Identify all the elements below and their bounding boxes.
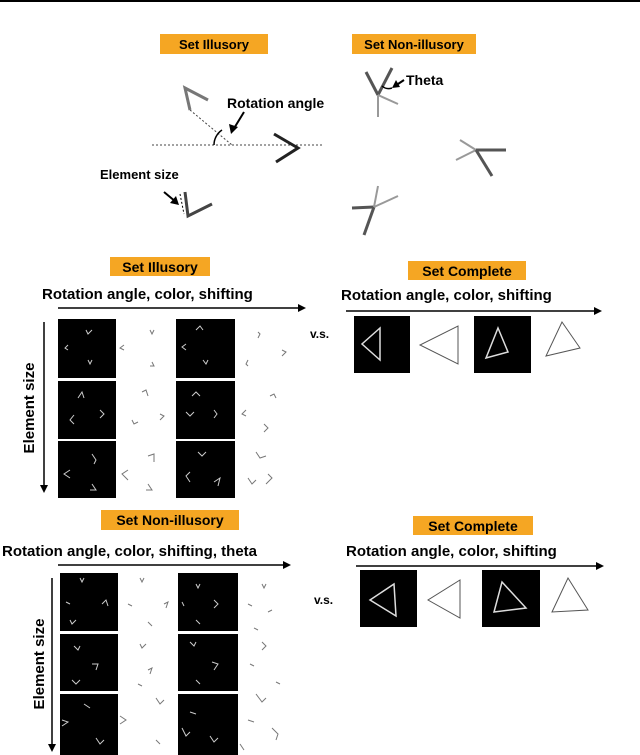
bot-cell-2-1	[60, 634, 118, 691]
top-illusory-tag: Set Illusory	[179, 37, 250, 52]
mid-illusory-axis-arrow-head	[298, 304, 306, 312]
top-border	[0, 0, 640, 2]
bot-cell-1-2	[178, 573, 238, 631]
bot-non-illusory-axis-arrow-head	[283, 561, 291, 569]
theta-label: Theta	[406, 72, 444, 88]
mid-cell-1-1	[58, 319, 116, 378]
mid-illusory-tag-bg	[110, 257, 210, 276]
bot-cell-3-2	[178, 694, 238, 755]
rotation-arc	[213, 129, 223, 146]
mid-cell-2-1	[58, 381, 116, 439]
rotation-guide-line	[189, 109, 233, 146]
mid-cell-3-1	[58, 441, 116, 498]
element-size-arrow-head	[170, 196, 179, 205]
bot-non-illusory-axis-label: Rotation angle, color, shifting, theta	[2, 543, 258, 560]
mid-illusory-grid	[58, 319, 287, 498]
mid-illusory-axis-label: Rotation angle, color, shifting	[42, 286, 253, 303]
theta-arc	[381, 85, 393, 90]
bottom-panel: Set Non-illusory Rotation angle, color, …	[2, 510, 604, 755]
bot-non-illusory-tag: Set Non-illusory	[116, 512, 224, 528]
mid-size-axis-arrow-head	[40, 485, 48, 493]
element-size-dotted	[179, 193, 185, 215]
mid-cell-2-2	[176, 381, 235, 439]
middle-panel: Set Illusory Rotation angle, color, shif…	[21, 257, 602, 498]
mid-complete-triangle-1	[360, 326, 381, 362]
bot-complete-set	[360, 570, 589, 627]
bot-element-size-label: Element size	[31, 619, 48, 710]
top-panel: Set Illusory Set Non-illusory Rotation a…	[100, 34, 506, 236]
element-size-inducer	[183, 191, 213, 219]
mid-complete-triangle-2	[418, 325, 459, 365]
bot-cell-2-2	[178, 634, 238, 691]
inducer-right	[273, 132, 301, 164]
bot-cell-1-1	[60, 573, 118, 631]
bot-complete-triangle-3	[492, 580, 528, 613]
non-illusory-bottom-element	[351, 185, 399, 236]
non-illusory-tag-bg	[352, 34, 476, 54]
mid-complete-triangle-4	[545, 321, 581, 357]
bot-complete-axis-label: Rotation angle, color, shifting	[346, 543, 557, 560]
bot-size-axis-arrow-head	[48, 744, 56, 752]
bot-vs-label: v.s.	[314, 593, 333, 607]
mid-cell-1-2	[176, 319, 235, 378]
theta-arrow-head	[392, 80, 400, 88]
mid-element-size-label: Element size	[21, 363, 38, 454]
mid-vs-label: v.s.	[310, 327, 329, 341]
bot-non-illusory-tag-bg	[101, 510, 239, 530]
bot-complete-triangle-4	[551, 576, 589, 613]
mid-complete-tag-bg	[408, 261, 526, 280]
bot-complete-axis-arrow-head	[596, 562, 604, 570]
mid-complete-triangle-3	[484, 326, 510, 360]
bot-complete-triangle-2	[427, 579, 461, 619]
rotation-arrow-head	[229, 124, 238, 134]
rotated-inducer	[182, 85, 209, 111]
bot-complete-cell-2	[482, 570, 540, 627]
bot-complete-tag-bg	[413, 516, 533, 535]
mid-complete-axis-arrow-head	[594, 307, 602, 315]
mid-complete-set	[354, 316, 581, 373]
rotation-angle-label: Rotation angle	[227, 95, 324, 111]
bot-non-illusory-grid	[60, 573, 281, 755]
mid-complete-axis-label: Rotation angle, color, shifting	[341, 287, 552, 304]
element-size-label: Element size	[100, 167, 179, 182]
mid-complete-cell-2	[474, 316, 531, 373]
bot-complete-triangle-1	[368, 582, 397, 618]
mid-illusory-tag: Set Illusory	[122, 259, 198, 275]
mid-complete-tag: Set Complete	[422, 263, 512, 279]
bot-complete-cell-1	[360, 570, 417, 627]
non-illusory-right-element	[455, 139, 506, 177]
mid-cell-3-2	[176, 441, 235, 498]
bot-cell-3-1	[60, 694, 118, 755]
illusory-tag-bg	[160, 34, 268, 54]
bot-complete-tag: Set Complete	[428, 518, 518, 534]
non-illusory-top-element	[364, 67, 399, 117]
top-non-illusory-tag: Set Non-illusory	[364, 37, 464, 52]
